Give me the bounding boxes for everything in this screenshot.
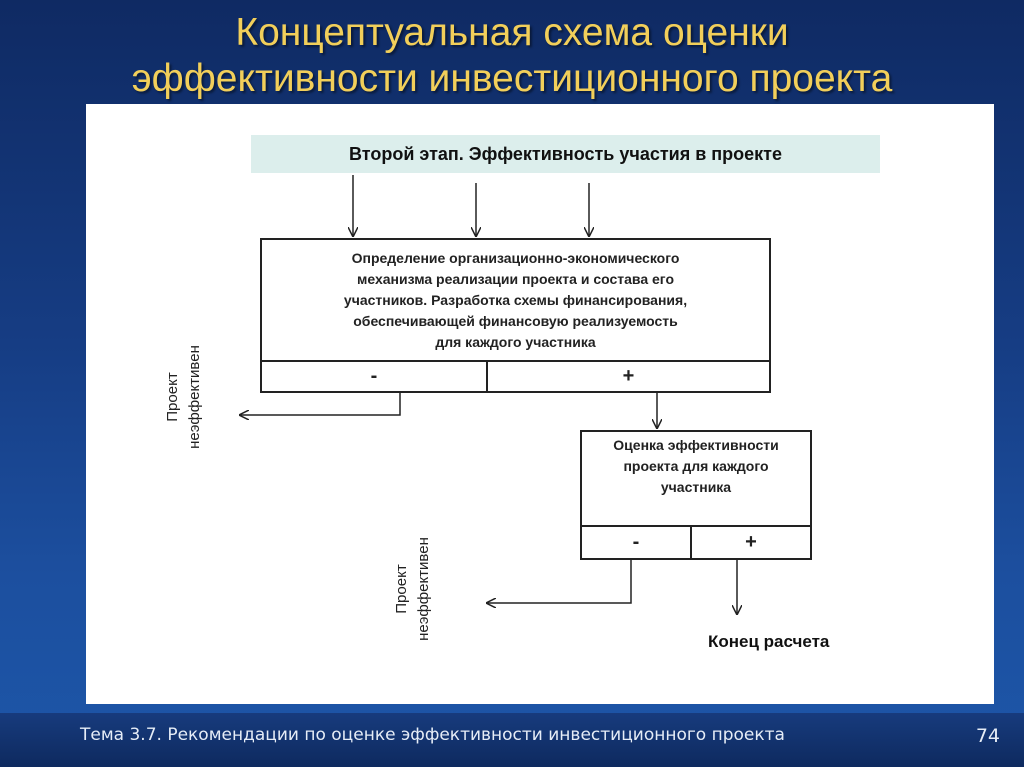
mechanism-plus-cell: + xyxy=(622,365,635,387)
page-number: 74 xyxy=(975,725,1000,747)
mechanism-line-2: механизма реализации проекта и состава е… xyxy=(357,271,674,287)
mechanism-line-3: участников. Разработка схемы финансирова… xyxy=(343,292,688,308)
end-of-calculation-label: Конец расчета xyxy=(708,632,830,651)
slide-footer: Тема 3.7. Рекомендации по оценке эффекти… xyxy=(0,713,1024,767)
stage-header: Второй этап. Эффективность участия в про… xyxy=(251,135,880,173)
mechanism-box: Определение организационно-экономическог… xyxy=(260,238,771,393)
mechanism-minus-cell: - xyxy=(262,362,488,391)
mechanism-line-4: обеспечивающей финансовую реализуемость xyxy=(353,313,678,329)
arrow-mechanism-minus-to-ineffective xyxy=(240,393,401,415)
participant-evaluation-text: Оценка эффективности проекта для каждого… xyxy=(582,435,810,498)
evaluation-line-2: проекта для каждого xyxy=(623,458,769,474)
slide-title-line-1: Концептуальная схема оценки xyxy=(235,11,789,54)
arrow-evaluation-minus-to-ineffective xyxy=(487,560,632,603)
mechanism-box-text: Определение организационно-экономическог… xyxy=(262,248,769,353)
diagram-panel xyxy=(86,104,994,704)
participant-evaluation-box: Оценка эффективности проекта для каждого… xyxy=(580,430,812,560)
mechanism-line-1: Определение организационно-экономическог… xyxy=(351,250,680,266)
evaluation-line-3: участника xyxy=(660,479,732,495)
evaluation-plus-cell: + xyxy=(745,531,757,553)
mechanism-line-5: для каждого участника xyxy=(435,334,596,350)
footer-topic: Тема 3.7. Рекомендации по оценке эффекти… xyxy=(80,725,785,745)
slide-title-line-2: эффективности инвестиционного проекта xyxy=(131,57,893,100)
slide-title: Концептуальная схема оценки эффективност… xyxy=(0,10,1024,102)
evaluation-line-1: Оценка эффективности xyxy=(613,437,779,453)
evaluation-outcome-row: - + xyxy=(582,525,810,558)
evaluation-minus-cell: - xyxy=(582,527,692,558)
mechanism-outcome-row: - + xyxy=(262,360,769,391)
